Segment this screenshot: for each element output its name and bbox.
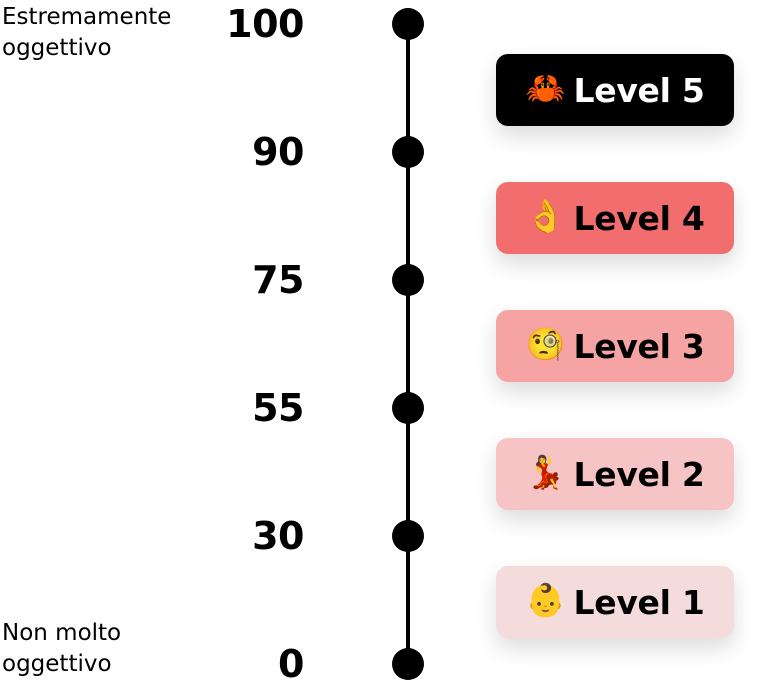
axis-dot-0 (392, 648, 424, 680)
scale-top-label: Estremamente oggettivo (2, 4, 172, 61)
axis-dot-100 (392, 8, 424, 40)
scale-axis-line (406, 22, 410, 664)
level-1-label: Level 1 (573, 582, 705, 622)
axis-dot-75 (392, 264, 424, 296)
level-3-badge: 🧐 Level 3 (496, 310, 734, 382)
tick-value-100: 100 (226, 2, 304, 46)
level-5-badge: 🦀 Level 5 (496, 54, 734, 126)
tick-value-90: 90 (252, 130, 304, 174)
crab-icon: 🦀 (525, 69, 566, 107)
level-4-label: Level 4 (573, 198, 705, 238)
level-3-label: Level 3 (573, 326, 705, 366)
monocle-face-icon: 🧐 (525, 325, 566, 363)
level-2-badge: 💃 Level 2 (496, 438, 734, 510)
level-5-label: Level 5 (573, 70, 705, 110)
level-2-label: Level 2 (573, 454, 705, 494)
ok-hand-icon: 👌 (525, 197, 566, 235)
level-4-badge: 👌 Level 4 (496, 182, 734, 254)
axis-dot-55 (392, 392, 424, 424)
dancer-icon: 💃 (525, 453, 566, 491)
axis-dot-90 (392, 136, 424, 168)
level-1-badge: 👶 Level 1 (496, 566, 734, 638)
axis-dot-30 (392, 520, 424, 552)
tick-value-55: 55 (252, 386, 304, 430)
tick-value-30: 30 (252, 514, 304, 558)
scale-bottom-label: Non molto oggettivo (2, 620, 122, 677)
baby-icon: 👶 (525, 581, 566, 619)
tick-value-75: 75 (252, 258, 304, 302)
tick-value-0: 0 (278, 642, 304, 686)
